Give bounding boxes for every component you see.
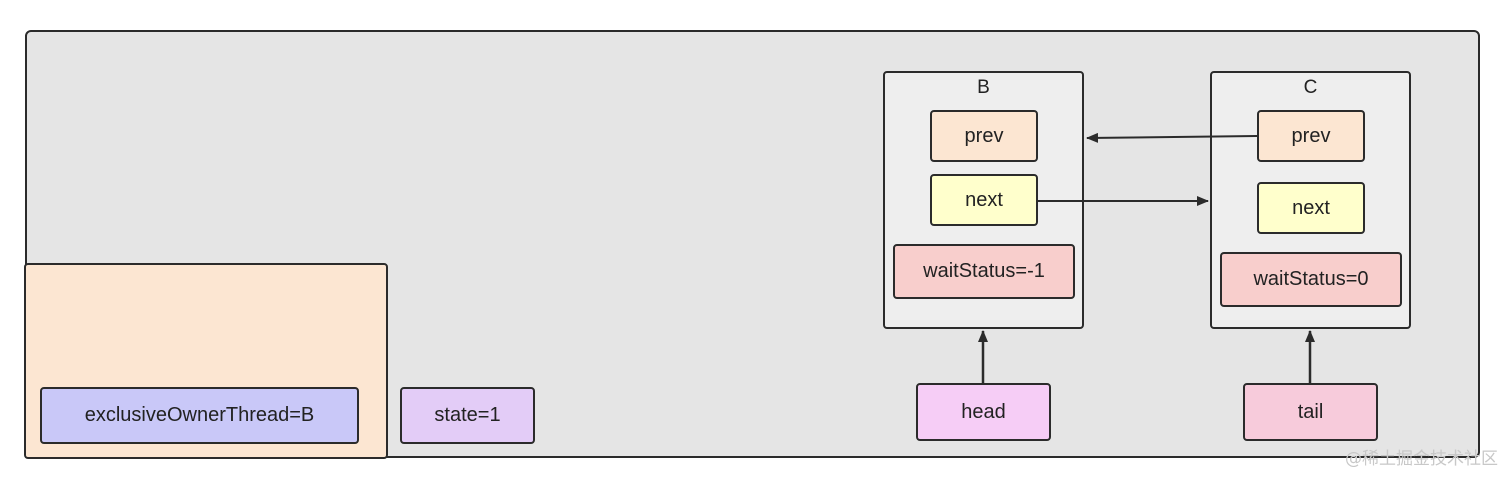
node-c-wait-status-field: waitStatus=0 bbox=[1220, 252, 1402, 307]
head-pointer: head bbox=[916, 383, 1051, 441]
tail-pointer: tail bbox=[1243, 383, 1378, 441]
node-b-title: B bbox=[977, 77, 990, 98]
node-b-wait-status-field: waitStatus=-1 bbox=[893, 244, 1075, 299]
node-b-prev-field: prev bbox=[930, 110, 1038, 162]
exclusive-owner-thread-box: exclusiveOwnerThread=B bbox=[40, 387, 359, 444]
node-b-next-field: next bbox=[930, 174, 1038, 226]
watermark: @稀土掘金技术社区 bbox=[1345, 449, 1498, 469]
node-c-prev-field: prev bbox=[1257, 110, 1365, 162]
node-c-next-field: next bbox=[1257, 182, 1365, 234]
state-box: state=1 bbox=[400, 387, 535, 444]
node-c-title: C bbox=[1303, 77, 1318, 98]
